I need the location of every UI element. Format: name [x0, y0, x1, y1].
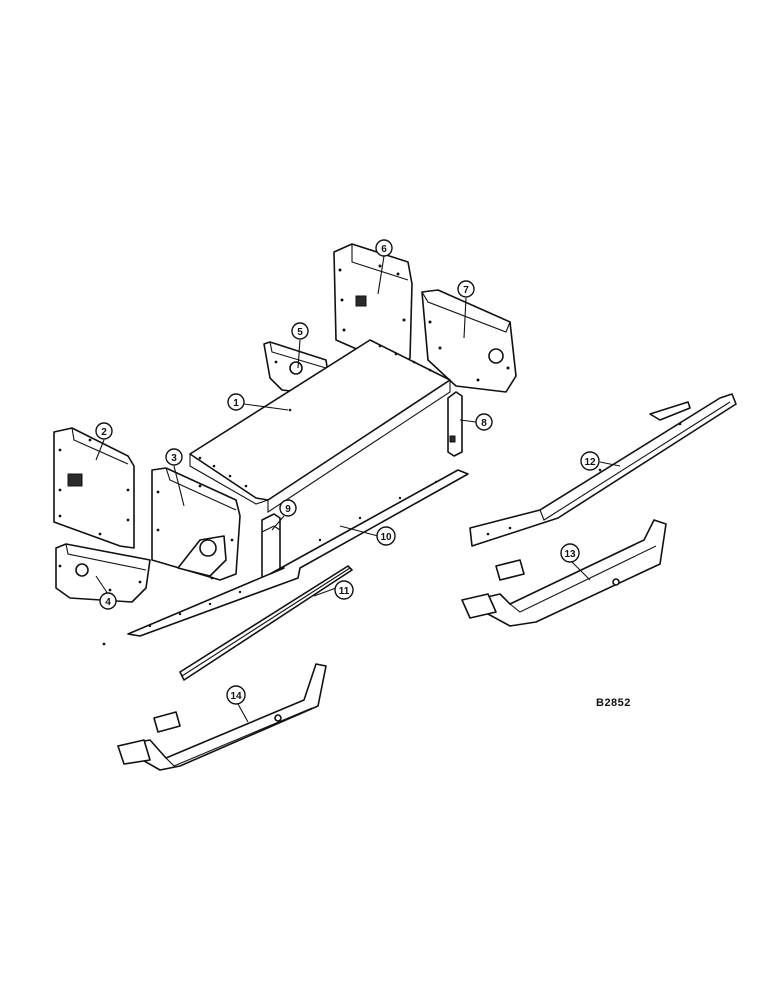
- callout-3: 3: [165, 448, 183, 466]
- part-8-strip: [447, 391, 463, 457]
- svg-text:3: 3: [171, 453, 177, 464]
- svg-text:5: 5: [297, 327, 303, 338]
- callout-1: 1: [227, 393, 245, 411]
- svg-text:8: 8: [481, 418, 487, 429]
- part-11-angle-strip: [179, 565, 353, 681]
- part-13-frame-bracket: [461, 519, 667, 627]
- callout-10: 10: [376, 526, 396, 546]
- callout-11: 11: [334, 580, 354, 600]
- part-3-housing-panel: [151, 467, 241, 581]
- leader-lines: [95, 255, 621, 723]
- svg-text:12: 12: [584, 457, 596, 468]
- svg-text:7: 7: [463, 285, 469, 296]
- svg-text:11: 11: [339, 586, 350, 597]
- svg-text:10: 10: [380, 532, 392, 543]
- part-1-top-cover: [189, 339, 451, 514]
- callout-13: 13: [560, 543, 580, 563]
- callout-14: 14: [226, 685, 246, 705]
- callout-4: 4: [99, 592, 117, 610]
- part-7-right-panel: [421, 289, 517, 393]
- figure-code: B2852: [596, 697, 631, 709]
- part-4-lower-plate: [55, 543, 151, 603]
- part-2-left-panel: [53, 427, 135, 549]
- svg-text:14: 14: [230, 691, 242, 702]
- svg-text:6: 6: [381, 244, 387, 255]
- part-12-side-rail: [469, 393, 737, 547]
- callout-2: 2: [95, 422, 113, 440]
- stray-dot: [102, 642, 106, 646]
- svg-text:4: 4: [105, 597, 111, 608]
- callout-6: 6: [375, 239, 393, 257]
- callout-7: 7: [457, 280, 475, 298]
- callout-9: 9: [279, 499, 297, 517]
- svg-text:13: 13: [564, 549, 576, 560]
- part-10-floor-plate: [127, 469, 469, 637]
- svg-text:9: 9: [285, 504, 291, 515]
- part-14-frame-bracket: [117, 663, 327, 771]
- part-6-rear-panel: [333, 243, 413, 369]
- callout-5: 5: [291, 322, 309, 340]
- svg-text:1: 1: [233, 398, 239, 409]
- callout-12: 12: [580, 451, 600, 471]
- svg-text:2: 2: [101, 427, 107, 438]
- callout-8: 8: [475, 413, 493, 431]
